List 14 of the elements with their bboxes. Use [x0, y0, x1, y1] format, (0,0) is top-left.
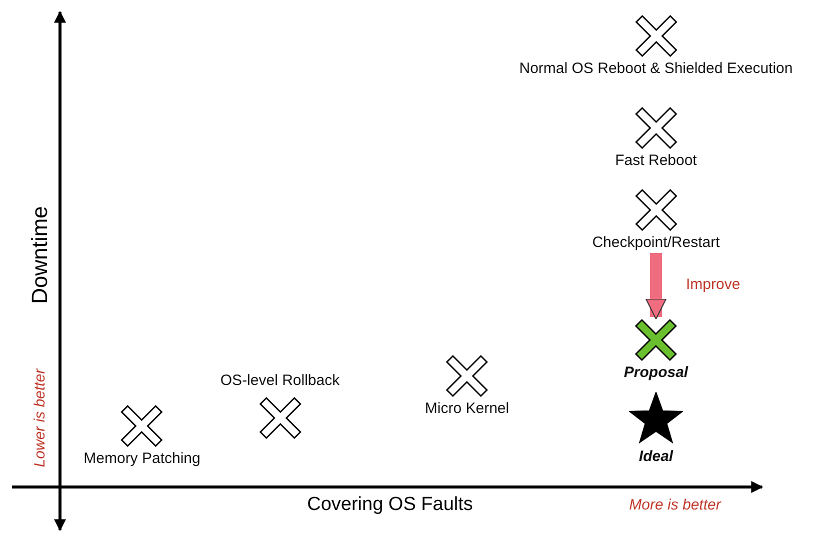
marker-label: Ideal — [638, 448, 674, 466]
marker-label: Memory Patching — [84, 450, 200, 468]
arrow — [646, 253, 666, 320]
axis-note: Lower is better — [32, 368, 48, 468]
edge-label: Improve — [686, 276, 740, 293]
marker-label: OS-level Rollback — [220, 372, 340, 390]
axis-note: More is better — [629, 496, 721, 514]
marker-label: Proposal — [624, 364, 688, 382]
axis-title: Covering OS Faults — [307, 494, 473, 516]
axis-title: Downtime — [27, 206, 53, 304]
marker-label: Fast Reboot — [615, 152, 697, 170]
marker-label: Micro Kernel — [424, 400, 510, 418]
marker-label: Normal OS Reboot & Shielded Execution — [519, 60, 793, 78]
marker-label: Checkpoint/Restart — [592, 234, 720, 252]
